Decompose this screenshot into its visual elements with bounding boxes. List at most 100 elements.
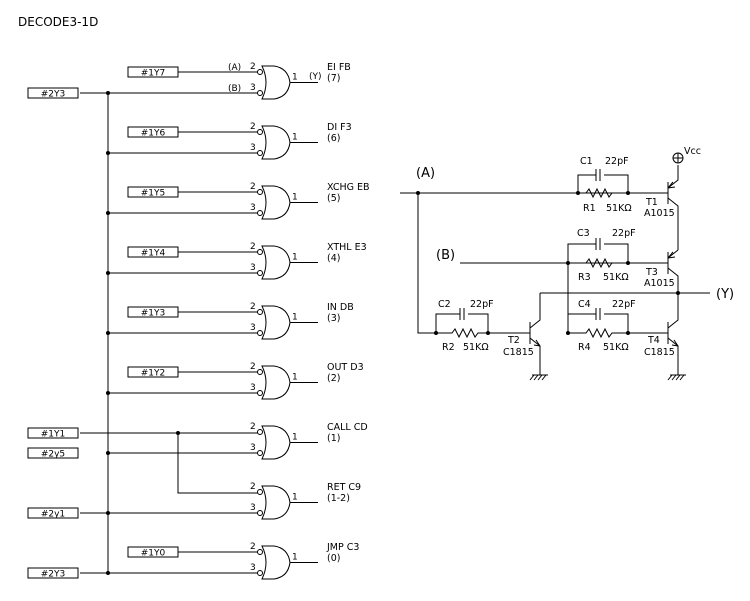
inversion-bubble — [257, 249, 263, 255]
t1-type: A1015 — [644, 208, 675, 219]
c2-value: 22pF — [470, 299, 494, 310]
pin-y-number: 1 — [292, 553, 298, 563]
pin-y-number: 1 — [292, 193, 298, 203]
bus-label-text: #1Y7 — [141, 69, 166, 79]
t2-type: C1815 — [503, 347, 534, 358]
inversion-bubble — [257, 510, 263, 516]
c4-label: C4 — [578, 299, 591, 310]
inversion-bubble — [257, 450, 263, 456]
inversion-bubble — [257, 129, 263, 135]
c3-label: C3 — [577, 228, 590, 239]
junction-dot — [626, 191, 630, 195]
inversion-bubble — [257, 369, 263, 375]
pin-b-number: 3 — [250, 383, 256, 393]
r3-label: R3 — [578, 272, 591, 283]
decoder-junctions — [106, 91, 180, 575]
gate-mnemonic: CALL CD — [327, 422, 368, 433]
junction-dot — [434, 331, 438, 335]
bus-label-text: #1Y1 — [41, 430, 66, 440]
junction-dot — [486, 331, 490, 335]
pin-y-number: 1 — [292, 373, 298, 383]
inversion-bubble — [257, 90, 263, 96]
gate-index: (0) — [327, 553, 340, 564]
bus-label-1y0: #1Y0 — [127, 546, 179, 559]
c3-value: 22pF — [612, 228, 636, 239]
bus-label-1y6: #1Y6 — [127, 126, 179, 139]
r2-value: 51KΩ — [463, 342, 489, 353]
input-a-label: (A) — [416, 166, 435, 181]
junction-dot — [106, 211, 110, 215]
gate-index: (7) — [327, 73, 340, 84]
bus-label-1y5: #1Y5 — [127, 186, 179, 199]
junction-dot — [106, 391, 110, 395]
pin-b-number: 3 — [250, 443, 256, 453]
t1-label: T1 — [645, 197, 658, 208]
inversion-bubble — [257, 570, 263, 576]
junction-dot — [106, 91, 110, 95]
gate-mnemonic: JMP C3 — [326, 542, 359, 553]
gate-mnemonic: RET C9 — [327, 482, 361, 493]
junction-dot — [106, 511, 110, 515]
t2-label: T2 — [507, 335, 520, 346]
driver-circuit: (A) C1 22pF R1 51KΩ Vcc T1 A1015 (B) — [400, 146, 734, 381]
bus-label-text: #1Y5 — [141, 189, 166, 199]
inversion-bubble — [257, 549, 263, 555]
diagram-title: DECODE3-1D — [18, 15, 98, 29]
bus-label-text: #2y5 — [41, 450, 65, 460]
r3-value: 51KΩ — [603, 272, 629, 283]
pin-a-number: 2 — [250, 422, 256, 432]
inversion-bubble — [257, 309, 263, 315]
transistor-t3: T3 A1015 — [644, 249, 679, 293]
pin-b-number: 3 — [250, 143, 256, 153]
inversion-bubble — [257, 429, 263, 435]
bus-label-1y1: #1Y1 — [27, 427, 79, 440]
gate-mnemonic: EI FB — [327, 62, 351, 73]
gate-index: (4) — [327, 253, 340, 264]
pin-b-number: 3 — [250, 323, 256, 333]
r1-label: R1 — [583, 203, 596, 214]
gate-index: (1) — [327, 433, 340, 444]
c1-value: 22pF — [605, 156, 629, 167]
inversion-bubble — [257, 270, 263, 276]
gate1-output-y-label: (Y) — [309, 72, 322, 82]
inversion-bubble — [257, 330, 263, 336]
bus-label-2y3-bottom: #2Y3 — [27, 567, 79, 580]
bus-label-text: #1Y4 — [141, 249, 166, 259]
output-y-label: (Y) — [716, 287, 734, 302]
pin-y-number: 1 — [292, 73, 298, 83]
pin-b-number: 3 — [250, 263, 256, 273]
pin-y-number: 1 — [292, 433, 298, 443]
nand-gate: 2 3 1 CALL CD(1) — [250, 422, 368, 460]
pin-b-number: 3 — [250, 83, 256, 93]
junction-dot — [106, 451, 110, 455]
transistor-t2: T2 C1815 — [503, 293, 548, 381]
bus-label-1y3: #1Y3 — [127, 306, 179, 319]
gate-index: (2) — [327, 373, 340, 384]
gate-mnemonic: OUT D3 — [327, 362, 364, 373]
r4-label: R4 — [578, 342, 591, 353]
c4-value: 22pF — [612, 299, 636, 310]
vcc-label: Vcc — [684, 146, 701, 157]
decoder-wiring — [80, 71, 258, 574]
gate-index: (1-2) — [327, 493, 350, 504]
bus-label-text: #2y1 — [41, 510, 65, 520]
pin-a-number: 2 — [250, 182, 256, 192]
junction-dot — [106, 151, 110, 155]
inversion-bubble — [257, 150, 263, 156]
t3-label: T3 — [645, 267, 658, 278]
decoder-section: #2Y3 #1Y7 #1Y6 #1Y5 #1Y4 #1Y3 #1Y2 #1Y1 — [27, 62, 370, 580]
pin-a-number: 2 — [250, 242, 256, 252]
bus-label-2y5: #2y5 — [27, 447, 79, 460]
bus-label-text: #2Y3 — [41, 90, 66, 100]
inversion-bubble — [257, 489, 263, 495]
pin-a-number: 2 — [250, 542, 256, 552]
inversion-bubble — [257, 189, 263, 195]
